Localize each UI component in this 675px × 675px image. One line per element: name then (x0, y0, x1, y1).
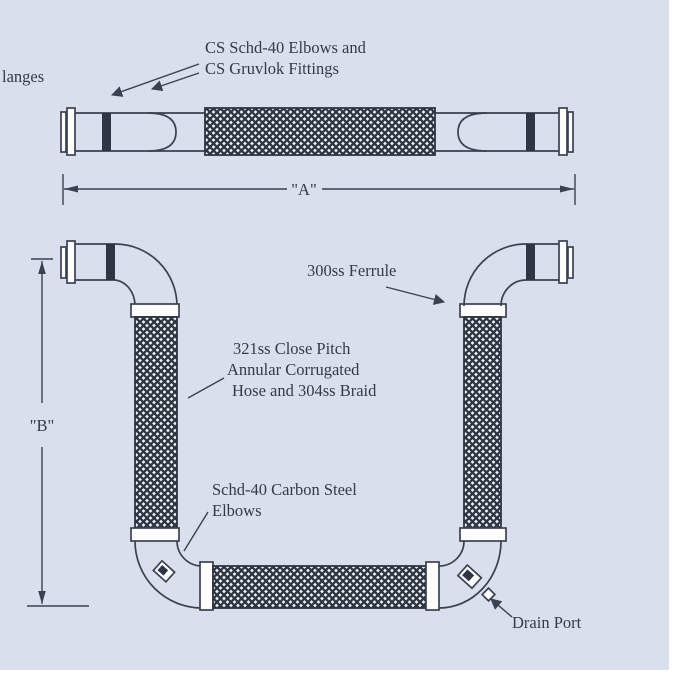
ferrule-right-top (459, 303, 507, 318)
ferrule-right-bottom (459, 527, 507, 542)
loop-bottom-right-elbow-outer (438, 540, 502, 609)
label-elbows-line1: Schd-40 Carbon Steel (212, 480, 357, 499)
label-drain-port: Drain Port (512, 613, 582, 632)
label-fittings-line1: CS Schd-40 Elbows and (205, 38, 367, 57)
ferrule-bottom-left (199, 561, 214, 611)
left-braided-hose (134, 316, 178, 529)
drain-port-nub (480, 586, 497, 603)
dimension-b: "B" (27, 258, 89, 607)
ferrule-left-top (130, 303, 180, 318)
loop-top-right-elbow-inner (500, 279, 527, 307)
dimension-a-arrow-right (560, 185, 574, 193)
label-hose-line3: Hose and 304ss Braid (232, 381, 377, 400)
ferrule-left-bottom (130, 527, 180, 542)
dimension-b-arrow-bottom (38, 591, 46, 604)
annotations: langes CS Schd-40 Elbows and CS Gruvlok … (2, 38, 582, 632)
upper-assembly (60, 107, 574, 156)
upper-braided-hose (204, 107, 436, 156)
label-ferrule: 300ss Ferrule (307, 261, 396, 280)
bottom-edge-strip (0, 670, 675, 675)
upper-right-flange (558, 107, 574, 156)
ferrule-leader-arrow (385, 286, 446, 305)
ferrule-bottom-right (425, 561, 440, 611)
dimension-a: "A" (62, 174, 576, 205)
label-hose-line1: 321ss Close Pitch (233, 339, 351, 358)
upper-right-weld-band (526, 113, 535, 151)
loop-right-flange (558, 240, 574, 284)
loop-top-left-elbow-inner (114, 279, 136, 307)
dimension-a-label: "A" (291, 180, 316, 199)
upper-left-flange (60, 107, 76, 156)
loop-top-left-elbow-outer (114, 243, 178, 307)
dimension-a-arrow-left (64, 185, 78, 193)
drain-port-valve-left (152, 559, 176, 584)
fittings-leader-arrow-1 (110, 63, 200, 97)
lower-assembly (60, 240, 574, 611)
drain-port-valve-right (456, 563, 483, 590)
upper-left-weld-band (102, 113, 111, 151)
upper-right-groove-cap (457, 112, 488, 152)
elbows-leader-line (183, 511, 209, 552)
label-elbows-line2: Elbows (212, 501, 262, 520)
dimension-a-ticks (62, 174, 576, 205)
loop-left-weld-band (106, 244, 115, 280)
loop-right-weld-band (526, 244, 535, 280)
label-flanges-partial: langes (2, 67, 44, 86)
loop-top-right-elbow-outer (463, 243, 527, 307)
fittings-leader-arrow-2 (150, 72, 200, 92)
upper-pipe-outline (74, 112, 561, 152)
dimension-b-ticks (27, 258, 89, 607)
upper-left-groove-cap (147, 112, 177, 152)
dimension-b-arrow-top (38, 261, 46, 274)
loop-bottom-left-elbow-inner (176, 540, 203, 567)
loop-bottom-right-elbow-inner (438, 540, 465, 567)
label-hose-line2: Annular Corrugated (227, 360, 360, 379)
loop-bottom-left-elbow-outer (134, 540, 203, 609)
loop-left-flange (60, 240, 76, 284)
right-edge-strip (669, 0, 675, 675)
label-fittings-line2: CS Gruvlok Fittings (205, 59, 339, 78)
drain-port-leader-arrow (490, 598, 513, 618)
leader-lines (110, 63, 513, 618)
bottom-braided-hose (212, 565, 427, 609)
dimension-b-label: "B" (30, 416, 54, 435)
right-braided-hose (463, 316, 502, 529)
hose-leader-line (187, 377, 225, 399)
